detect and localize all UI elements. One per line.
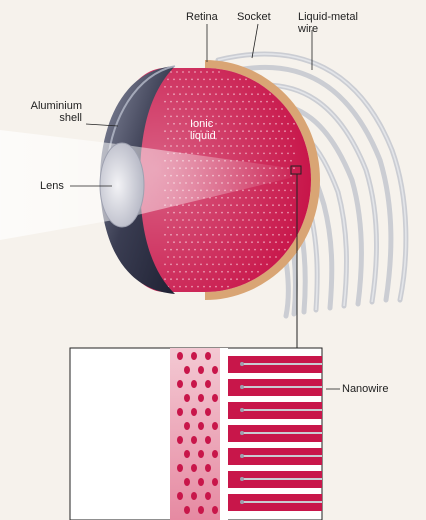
pore (191, 380, 197, 388)
pore (212, 506, 218, 514)
pore (184, 366, 190, 374)
pore (198, 478, 204, 486)
pore (198, 366, 204, 374)
liquid-metal-wire-label: Liquid-metal wire (298, 11, 378, 35)
nanowire-inset (70, 348, 340, 520)
nanowire-tip (240, 408, 244, 412)
pore (191, 492, 197, 500)
nanowire-tip (240, 431, 244, 435)
pore (177, 380, 183, 388)
pore (184, 450, 190, 458)
pore (205, 464, 211, 472)
socket-label: Socket (237, 11, 271, 23)
retina-label: Retina (186, 11, 218, 23)
pore (212, 394, 218, 402)
lens (100, 143, 144, 227)
pore (205, 436, 211, 444)
pore (198, 422, 204, 430)
nanowire-tip (240, 500, 244, 504)
aluminium-shell-label: Aluminium shell (16, 100, 82, 124)
pore (205, 408, 211, 416)
pore (184, 478, 190, 486)
nanowire-label: Nanowire (342, 383, 388, 395)
pore (205, 492, 211, 500)
pore (212, 366, 218, 374)
pore (191, 436, 197, 444)
pore (205, 380, 211, 388)
nanowire-tip (240, 477, 244, 481)
pore (177, 436, 183, 444)
pore (205, 352, 211, 360)
ionic-liquid-strip (220, 348, 228, 520)
pore (191, 464, 197, 472)
pore (177, 352, 183, 360)
pore (198, 506, 204, 514)
pore (212, 422, 218, 430)
pore (198, 394, 204, 402)
pore (177, 464, 183, 472)
pore (177, 492, 183, 500)
pore (184, 422, 190, 430)
ionic-liquid-label: Ionic liquid (190, 118, 236, 142)
nanowire-stack (228, 356, 322, 511)
pore (184, 394, 190, 402)
nanowire-tip (240, 385, 244, 389)
nanowire-tip (240, 362, 244, 366)
pore (184, 506, 190, 514)
lens-label: Lens (40, 180, 64, 192)
pore (191, 352, 197, 360)
pore (191, 408, 197, 416)
nanowire-tip (240, 454, 244, 458)
pore (212, 478, 218, 486)
pore (212, 450, 218, 458)
pore (177, 408, 183, 416)
pore (198, 450, 204, 458)
